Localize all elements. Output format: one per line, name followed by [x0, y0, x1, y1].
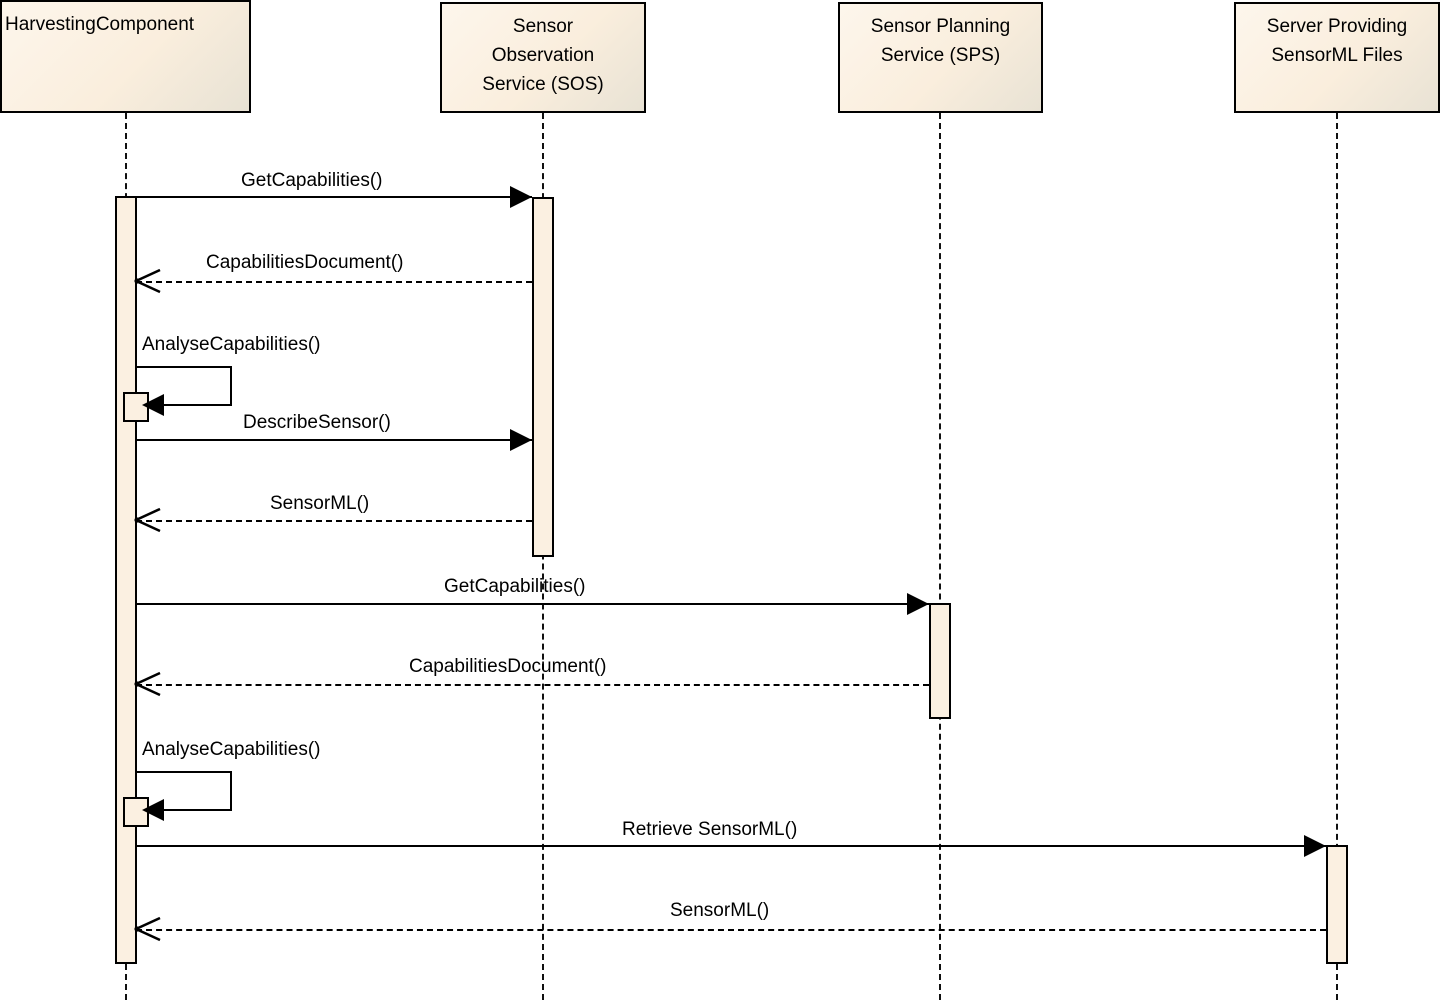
lifeline-label-harvesting: HarvestingComponent: [5, 14, 195, 35]
message-line-msg-retrieve-sensorml[interactable]: [136, 845, 1326, 847]
message-line-msg-capabilitiesdocument-sos[interactable]: [136, 281, 532, 283]
arrowhead-right-msg-describesensor: [510, 429, 532, 451]
selfcall-bottom-msg-analysecapabilities-2: [162, 809, 232, 811]
message-line-msg-getcapabilities-sps[interactable]: [136, 603, 929, 605]
selfcall-top-msg-analysecapabilities-2: [137, 771, 232, 773]
lifeline-header-harvesting[interactable]: HarvestingComponent: [0, 0, 251, 113]
activation-bar-act-sos: [532, 197, 554, 557]
message-label-msg-getcapabilities-sos: GetCapabilities(): [241, 170, 383, 191]
arrowhead-right-msg-getcapabilities-sos: [510, 186, 532, 208]
message-label-msg-capabilitiesdocument-sos: CapabilitiesDocument(): [206, 252, 404, 273]
lifeline-label-sps: Sensor Planning Service (SPS): [870, 16, 1011, 66]
selfcall-right-msg-analysecapabilities-2: [230, 771, 232, 809]
lifeline-header-sensorml_server[interactable]: Server Providing SensorML Files: [1234, 2, 1440, 113]
arrowhead-left-msg-analysecapabilities-2: [142, 799, 164, 821]
lifeline-label-sensorml_server: Server Providing SensorML Files: [1266, 16, 1408, 66]
lifeline-stem-sps: [939, 113, 941, 1000]
activation-bar-act-sensorml-server: [1326, 845, 1348, 964]
arrowhead-open-msg-sensorml-sos: [134, 507, 164, 538]
activation-bar-act-sps: [929, 603, 951, 719]
message-label-msg-sensorml-sos: SensorML(): [270, 493, 370, 514]
activation-bar-act-harvesting-main: [115, 196, 137, 964]
message-label-msg-analysecapabilities-1: AnalyseCapabilities(): [142, 334, 321, 355]
message-label-msg-analysecapabilities-2: AnalyseCapabilities(): [142, 739, 321, 760]
arrowhead-right-msg-getcapabilities-sps: [907, 593, 929, 615]
selfcall-right-msg-analysecapabilities-1: [230, 366, 232, 404]
message-label-msg-sensorml-server: SensorML(): [670, 900, 770, 921]
lifeline-header-sos[interactable]: Sensor Observation Service (SOS): [440, 2, 646, 113]
message-line-msg-sensorml-sos[interactable]: [136, 520, 532, 522]
arrowhead-open-msg-capabilitiesdocument-sps: [134, 671, 164, 702]
message-line-msg-getcapabilities-sos[interactable]: [136, 196, 532, 198]
arrowhead-right-msg-retrieve-sensorml: [1304, 835, 1326, 857]
lifeline-label-sos: Sensor Observation Service (SOS): [482, 16, 604, 95]
message-line-msg-describesensor[interactable]: [136, 439, 532, 441]
arrowhead-left-msg-analysecapabilities-1: [142, 394, 164, 416]
arrowhead-open-msg-capabilitiesdocument-sos: [134, 268, 164, 299]
selfcall-top-msg-analysecapabilities-1: [137, 366, 232, 368]
message-label-msg-getcapabilities-sps: GetCapabilities(): [444, 576, 586, 597]
arrowhead-open-msg-sensorml-server: [134, 916, 164, 947]
message-line-msg-capabilitiesdocument-sps[interactable]: [136, 684, 929, 686]
lifeline-header-sps[interactable]: Sensor Planning Service (SPS): [838, 2, 1043, 113]
message-line-msg-sensorml-server[interactable]: [136, 929, 1326, 931]
selfcall-bottom-msg-analysecapabilities-1: [162, 404, 232, 406]
message-label-msg-describesensor: DescribeSensor(): [243, 412, 391, 433]
message-label-msg-capabilitiesdocument-sps: CapabilitiesDocument(): [409, 656, 607, 677]
lifeline-stem-sensorml_server: [1336, 113, 1338, 1000]
message-label-msg-retrieve-sensorml: Retrieve SensorML(): [622, 819, 798, 840]
